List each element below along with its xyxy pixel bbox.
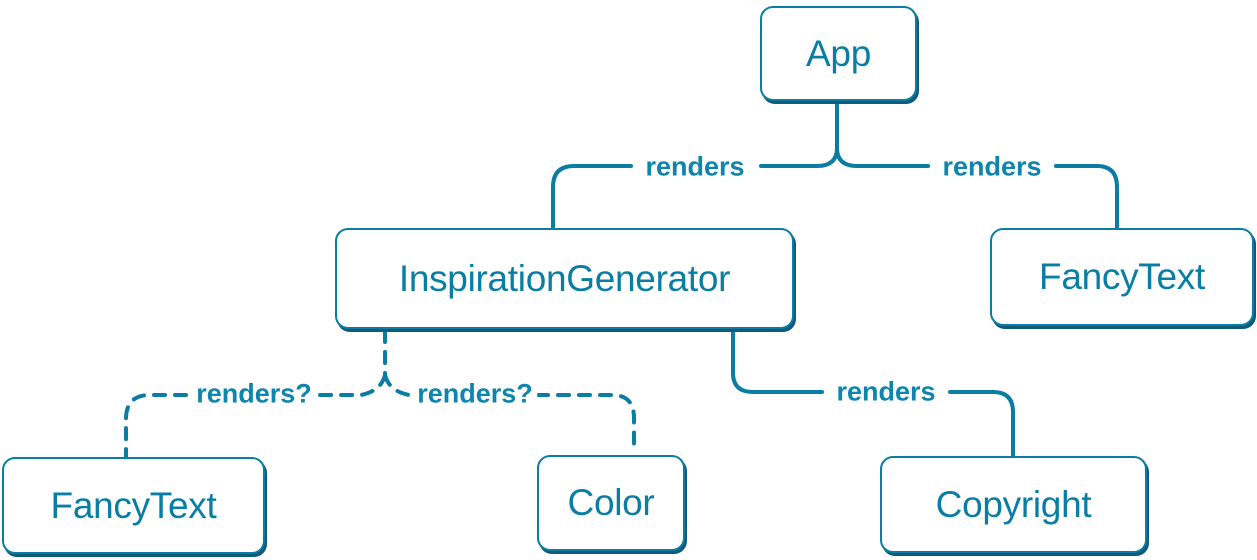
edge-label-renders-app-fancytext: renders xyxy=(938,153,1046,181)
node-copyright: Copyright xyxy=(880,456,1147,553)
edge-label-renders-conditional-color: renders? xyxy=(413,380,537,408)
edge-inspirationgenerator-to-copyright-segment-2 xyxy=(948,390,1015,459)
edge-app-to-inspirationgenerator-segment-2 xyxy=(551,164,633,231)
edge-app-to-fancytext-segment-1 xyxy=(835,146,930,168)
node-color: Color xyxy=(537,455,685,551)
edge-inspirationgenerator-to-fancytext-segment-1 xyxy=(318,373,387,397)
edge-label-renders-conditional-fancytext: renders? xyxy=(192,380,316,408)
node-inspiration-generator: InspirationGenerator xyxy=(335,228,794,329)
edge-app-to-fancytext-segment-2 xyxy=(1054,164,1119,231)
node-app: App xyxy=(760,6,917,101)
edge-app-to-inspirationgenerator-segment-1 xyxy=(759,99,839,168)
edge-label-renders-app-inspirationgenerator: renders xyxy=(641,153,749,181)
node-fancy-text-top: FancyText xyxy=(990,228,1254,326)
edge-inspirationgenerator-to-color-segment-2 xyxy=(535,393,636,455)
edge-inspirationgenerator-to-fancytext-segment-2 xyxy=(124,393,188,460)
edge-inspirationgenerator-to-color-segment-1 xyxy=(383,373,415,397)
edge-label-renders-inspirationgenerator-copyright: renders xyxy=(832,378,940,406)
edge-inspirationgenerator-to-copyright-segment-1 xyxy=(731,327,824,394)
node-fancy-text-bottom: FancyText xyxy=(2,457,265,554)
